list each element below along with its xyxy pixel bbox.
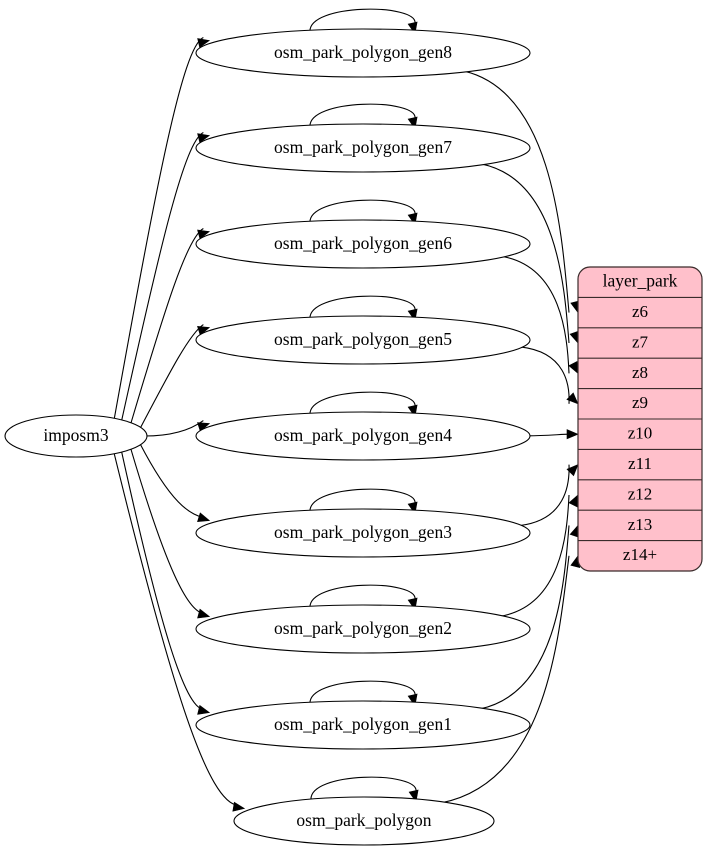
table-row-z14+[interactable]: z14+ [623, 545, 657, 564]
edge-imposm3-to-gen3 [139, 443, 204, 519]
gen1-label: osm_park_polygon_gen1 [274, 714, 452, 734]
self-loop-gen6 [309, 199, 416, 224]
arrowhead-imposm3-to-gen6 [197, 229, 211, 240]
table-row-z12[interactable]: z12 [628, 484, 653, 503]
arrowhead-imposm3-to-gen5 [197, 326, 211, 336]
table-outline [577, 266, 703, 572]
edge-gen3-to-z11 [519, 464, 570, 527]
node-base[interactable]: osm_park_polygon [233, 796, 495, 846]
arrowhead-imposm3-to-gen7 [197, 133, 211, 144]
arrowhead-imposm3-to-gen3 [197, 512, 211, 523]
node-imposm3[interactable]: imposm3 [4, 414, 148, 458]
self-loop-gen8 [309, 8, 416, 33]
self-loop-gen7 [309, 103, 416, 128]
edge-imposm3-to-gen6 [130, 228, 204, 424]
edge-imposm3-to-gen1 [121, 451, 204, 711]
self-loop-gen2 [309, 584, 416, 609]
node-gen3[interactable]: osm_park_polygon_gen3 [195, 508, 531, 558]
table-header-cell [578, 267, 702, 298]
gen6-shape[interactable] [195, 219, 531, 269]
arrowhead-imposm3-to-gen4 [197, 422, 211, 432]
gen4-label: osm_park_polygon_gen4 [274, 425, 452, 445]
arrowhead-gen5-to-z9 [566, 392, 579, 405]
table-row-z7[interactable]: z7 [632, 332, 649, 351]
edges-layer [113, 8, 581, 812]
gen7-label: osm_park_polygon_gen7 [274, 137, 452, 157]
arrowhead-imposm3-to-gen2 [197, 608, 211, 619]
edge-gen1-to-z13 [479, 525, 570, 710]
gen2-label: osm_park_polygon_gen2 [274, 618, 452, 638]
edge-gen2-to-z12 [500, 494, 570, 617]
self-loop-base [310, 776, 417, 801]
base-shape[interactable] [233, 796, 495, 846]
gen7-shape[interactable] [195, 123, 531, 173]
node-gen2[interactable]: osm_park_polygon_gen2 [195, 604, 531, 654]
arrowhead-imposm3-to-base [232, 801, 246, 812]
gen5-label: osm_park_polygon_gen5 [274, 329, 452, 349]
arrowhead-gen3-to-z11 [566, 464, 579, 477]
edge-gen8-to-z6 [463, 70, 570, 313]
base-label: osm_park_polygon [296, 810, 431, 830]
gen8-shape[interactable] [195, 28, 531, 78]
self-loop-gen4 [309, 391, 416, 416]
node-gen1[interactable]: osm_park_polygon_gen1 [195, 700, 531, 750]
arrowhead-imposm3-to-gen8 [197, 38, 211, 48]
node-gen6[interactable]: osm_park_polygon_gen6 [195, 219, 531, 269]
edge-gen5-to-z9 [520, 346, 570, 404]
imposm3-shape[interactable] [4, 414, 148, 458]
arrowhead-gen4-to-z10 [566, 429, 579, 440]
table-row-z11[interactable]: z11 [628, 454, 652, 473]
edge-gen4-to-z10 [528, 433, 570, 437]
gen1-shape[interactable] [195, 700, 531, 750]
edge-imposm3-to-gen7 [121, 132, 204, 421]
table-row-z10[interactable]: z10 [628, 424, 653, 443]
edge-imposm3-to-base [113, 453, 239, 807]
table-row-z9[interactable]: z9 [632, 393, 648, 412]
self-loop-gen1 [309, 680, 416, 705]
gen4-shape[interactable] [195, 411, 531, 461]
edge-imposm3-to-gen4 [144, 420, 204, 437]
gen6-label: osm_park_polygon_gen6 [274, 233, 452, 253]
gen3-label: osm_park_polygon_gen3 [274, 522, 452, 542]
self-loop-gen5 [309, 295, 416, 320]
arrowhead-imposm3-to-gen1 [197, 704, 211, 715]
edge-gen7-to-z7 [481, 163, 570, 344]
node-gen7[interactable]: osm_park_polygon_gen7 [195, 123, 531, 173]
edge-imposm3-to-gen5 [139, 324, 204, 429]
table-layer: layer_park z6 z7 z8 z9 z10 z11 z12 z13 z14+ [577, 266, 703, 572]
node-gen4[interactable]: osm_park_polygon_gen4 [195, 411, 531, 461]
edge-base-to-z14+ [441, 555, 570, 804]
edge-imposm3-to-gen2 [130, 448, 204, 615]
gen3-shape[interactable] [195, 508, 531, 558]
node-gen8[interactable]: osm_park_polygon_gen8 [195, 28, 531, 78]
edge-imposm3-to-gen8 [113, 37, 204, 419]
table-header-label: layer_park [603, 271, 678, 291]
edge-gen6-to-z8 [501, 255, 570, 374]
table-row-z13[interactable]: z13 [628, 515, 653, 534]
layer-park-table: layer_park z6 z7 z8 z9 z10 z11 z12 z13 z14+ [577, 266, 703, 572]
arrowhead-gen6-to-z8 [568, 361, 579, 375]
table-row-z8[interactable]: z8 [632, 363, 648, 382]
arrowhead-gen2-to-z12 [568, 494, 579, 508]
nodes-layer: imposm3 osm_park_polygon_gen8 osm_park_pol… [4, 28, 531, 846]
table-row-z6[interactable]: z6 [632, 302, 648, 321]
node-gen5[interactable]: osm_park_polygon_gen5 [195, 315, 531, 365]
imposm3-label: imposm3 [43, 425, 108, 445]
gen2-shape[interactable] [195, 604, 531, 654]
gen5-shape[interactable] [195, 315, 531, 365]
gen8-label: osm_park_polygon_gen8 [274, 42, 452, 62]
self-loop-gen3 [309, 488, 416, 513]
